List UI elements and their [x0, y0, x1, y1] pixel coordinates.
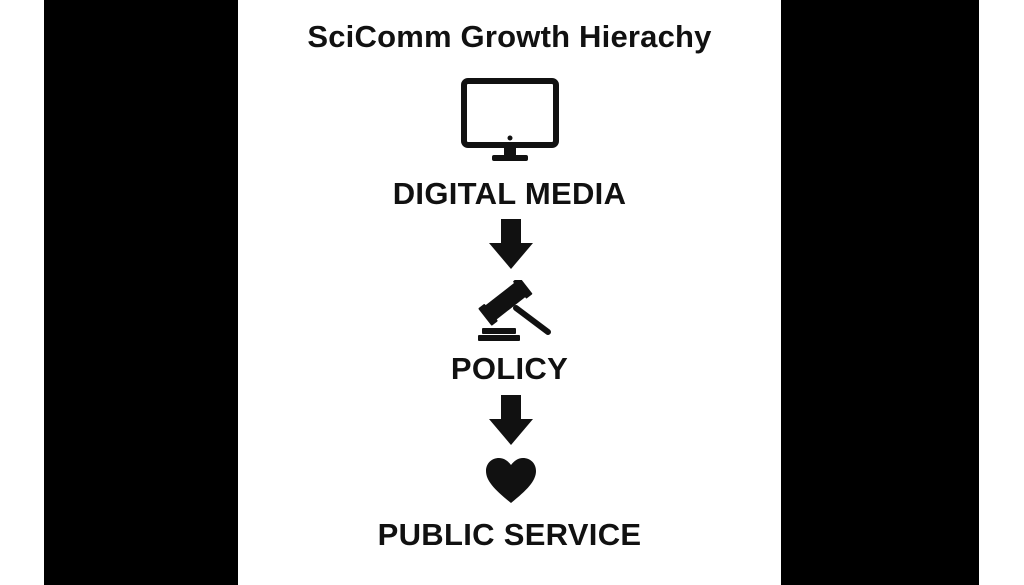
arrow-down-icon	[489, 395, 533, 447]
diagram-title: SciComm Growth Hierachy	[307, 19, 712, 54]
diagram-panel: SciComm Growth Hierachy DIGITAL MEDIA	[238, 0, 781, 585]
left-black-bar	[44, 0, 238, 585]
arrow-down-icon	[489, 219, 533, 271]
gavel-icon	[476, 280, 552, 342]
right-black-bar	[781, 0, 979, 585]
step-digital-media: DIGITAL MEDIA	[392, 176, 627, 211]
monitor-icon	[460, 78, 560, 164]
step-policy: POLICY	[450, 351, 569, 386]
heart-icon	[485, 457, 537, 505]
step-public-service: PUBLIC SERVICE	[377, 517, 642, 552]
